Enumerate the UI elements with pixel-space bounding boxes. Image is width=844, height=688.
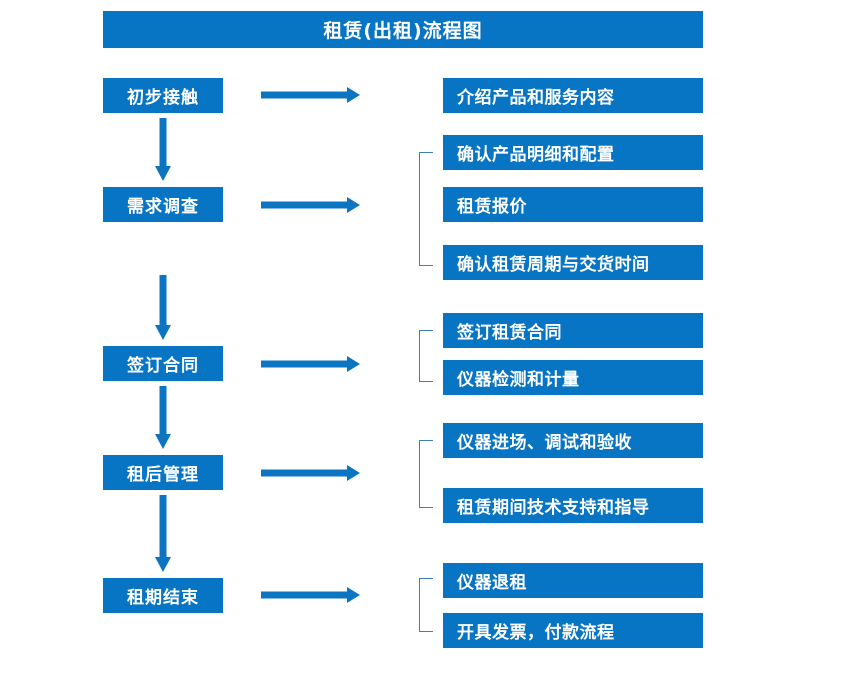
- detail-box-4-2[interactable]: 租赁期间技术支持和指导: [443, 488, 703, 523]
- group-bracket-5: [419, 578, 433, 632]
- detail-box-2-2[interactable]: 租赁报价: [443, 187, 703, 222]
- stage-box-1[interactable]: 初步接触: [103, 78, 223, 113]
- stage-box-3[interactable]: 签订合同: [103, 346, 223, 381]
- detail-box-2-1[interactable]: 确认产品明细和配置: [443, 135, 703, 170]
- flow-arrow-right-5-icon: [261, 586, 361, 604]
- flow-arrow-right-3-icon: [261, 355, 361, 373]
- detail-box-4-1[interactable]: 仪器进场、调试和验收: [443, 423, 703, 458]
- detail-box-3-2[interactable]: 仪器检测和计量: [443, 360, 703, 395]
- flow-arrow-right-1-icon: [261, 86, 361, 104]
- diagram-title: 租赁(出租)流程图: [103, 11, 703, 48]
- group-bracket-3: [419, 330, 433, 382]
- flow-arrow-down-1-icon: [154, 118, 172, 182]
- flow-arrow-right-2-icon: [261, 196, 361, 214]
- flow-arrow-right-4-icon: [261, 464, 361, 482]
- stage-box-4[interactable]: 租后管理: [103, 455, 223, 490]
- stage-box-5[interactable]: 租期结束: [103, 578, 223, 613]
- flow-arrow-down-4-icon: [154, 495, 172, 573]
- flow-arrow-down-3-icon: [154, 386, 172, 450]
- stage-box-2[interactable]: 需求调查: [103, 187, 223, 222]
- detail-box-1-1[interactable]: 介绍产品和服务内容: [443, 78, 703, 113]
- group-bracket-4: [419, 440, 433, 508]
- detail-box-3-1[interactable]: 签订租赁合同: [443, 313, 703, 348]
- flow-arrow-down-2-icon: [154, 275, 172, 341]
- group-bracket-2: [419, 152, 433, 266]
- detail-box-5-1[interactable]: 仪器退租: [443, 563, 703, 598]
- detail-box-5-2[interactable]: 开具发票，付款流程: [443, 613, 703, 648]
- detail-box-2-3[interactable]: 确认租赁周期与交货时间: [443, 245, 703, 280]
